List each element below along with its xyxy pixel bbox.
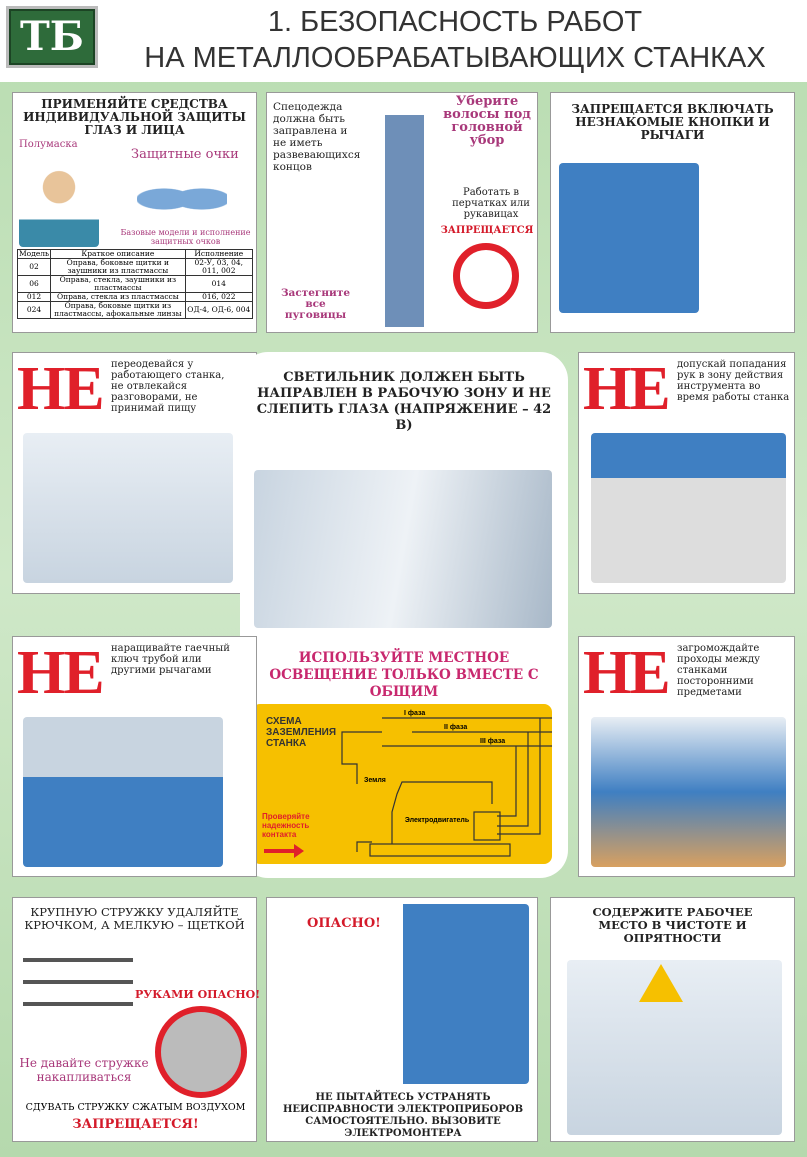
- panel-chips: КРУПНУЮ СТРУЖКУ УДАЛЯЙТЕ КРЮЧКОМ, А МЕЛК…: [12, 897, 261, 1142]
- title-line: НА МЕТАЛЛООБРАБАТЫВАЮЩИХ СТАНКАХ: [144, 42, 766, 74]
- motor-label: Электродвигатель: [404, 817, 470, 824]
- cell: 06: [16, 275, 52, 293]
- cell: 014: [184, 275, 254, 293]
- panel-workwear: Спецодежда должна быть заправлена и не и…: [266, 92, 538, 333]
- electrics-text: НЕ ПЫТАЙТЕСЬ УСТРАНЯТЬ НЕИСПРАВНОСТИ ЭЛЕ…: [282, 1092, 524, 1139]
- logo: ТБ: [6, 6, 98, 68]
- ne-label: НЕ: [583, 355, 671, 423]
- cell: ОД-4, ОД-6, 004: [184, 301, 254, 319]
- cell: Оправа, боковые щитки и заушники из плас…: [50, 258, 186, 276]
- hair-text: Уберите волосы под головной убор: [443, 94, 531, 148]
- lighting-title: СВЕТИЛЬНИК ДОЛЖЕН БЫТЬ НАПРАВЛЕН В РАБОЧ…: [256, 370, 552, 433]
- hook-brush-image: [23, 950, 133, 1020]
- face-shield-image: [19, 155, 99, 247]
- electric-hazard-image: [389, 904, 529, 1084]
- workers-image: [23, 433, 233, 583]
- poster-title: 1. БЕЗОПАСНОСТЬ РАБОТ НА МЕТАЛЛООБРАБАТЫВ…: [106, 4, 804, 76]
- machine-panel-image: [559, 163, 699, 313]
- cell: 02: [16, 258, 52, 276]
- rule-text: допускай попадания рук в зону действия и…: [677, 359, 790, 403]
- th: Модель: [16, 249, 52, 259]
- no-gloves-icon: [453, 243, 519, 309]
- gloves-text: Работать в перчатках или рукавицах: [452, 187, 530, 220]
- panel-cleanliness: СОДЕРЖИТЕ РАБОЧЕЕ МЕСТО В ЧИСТОТЕ И ОПРЯ…: [550, 897, 795, 1142]
- workwear-text: Спецодежда должна быть заправлена и не и…: [273, 101, 361, 173]
- air-text: СДУВАТЬ СТРУЖКУ СЖАТЫМ ВОЗДУХОМ: [25, 1102, 246, 1113]
- rule-text: наращивайте гаечный ключ трубой или друг…: [111, 643, 230, 676]
- label-mask: Полумаска: [19, 139, 78, 150]
- ne-label: НЕ: [583, 639, 671, 707]
- ground-label: Земля: [364, 777, 386, 784]
- panel-electrics: ОПАСНО! НЕ ПЫТАЙТЕСЬ УСТРАНЯТЬ НЕИСПРАВН…: [266, 897, 538, 1142]
- poster-header: ТБ 1. БЕЗОПАСНОСТЬ РАБОТ НА МЕТАЛЛООБРАБА…: [0, 0, 807, 82]
- ne-label: НЕ: [17, 355, 105, 423]
- accumulate-text: Не давайте стружке накапливаться: [19, 1056, 149, 1084]
- cell: Оправа, боковые щитки из пластмассы, афо…: [50, 301, 186, 319]
- panel-no-distraction: НЕ переодевайся у работающего станка, не…: [12, 352, 257, 594]
- no-hands-icon: [155, 1006, 247, 1098]
- gloves-forbidden: ЗАПРЕЩАЕТСЯ: [440, 225, 534, 236]
- panel-title: ПРИМЕНЯЙТЕ СРЕДСТВА ИНДИВИДУАЛЬНОЙ ЗАЩИТ…: [23, 97, 246, 137]
- grounding-scheme: СХЕМА ЗАЗЕМЛЕНИЯ СТАНКА I фаза II фаза I…: [252, 704, 552, 864]
- worker-image: [372, 115, 437, 327]
- panel-wrench: НЕ наращивайте гаечный ключ трубой или д…: [12, 636, 257, 877]
- buttons-text: Застегните все пуговицы: [280, 287, 351, 321]
- lamp-worker-image: [254, 470, 552, 628]
- label-glasses: Защитные очки: [131, 147, 239, 162]
- air-forbidden: ЗАПРЕЩАЕТСЯ!: [72, 1117, 199, 1132]
- tool-zone-image: [591, 433, 786, 583]
- cell: 016, 022: [184, 292, 254, 302]
- title-line: 1. БЕЗОПАСНОСТЬ РАБОТ: [267, 6, 643, 38]
- panel-passages: НЕ загромождайте проходы между станками …: [578, 636, 795, 877]
- panel-unknown-buttons: ЗАПРЕЩАЕТСЯ ВКЛЮЧАТЬ НЕЗНАКОМЫЕ КНОПКИ И…: [550, 92, 795, 333]
- rule-text: загромождайте проходы между станками пос…: [677, 643, 760, 698]
- cluttered-floor-image: [591, 717, 786, 867]
- table-caption: Базовые модели и исполнение защитных очк…: [120, 228, 251, 246]
- panel-title: ЗАПРЕЩАЕТСЯ ВКЛЮЧАТЬ НЕЗНАКОМЫЕ КНОПКИ И…: [571, 102, 774, 142]
- cell: 024: [16, 301, 52, 319]
- wrench-image: [23, 717, 223, 867]
- check-contact-label: Проверяйте надежность контакта: [262, 812, 310, 839]
- scheme-lines: [264, 717, 552, 858]
- cell: 012: [16, 292, 52, 302]
- panel-lighting: СВЕТИЛЬНИК ДОЛЖЕН БЫТЬ НАПРАВЛЕН В РАБОЧ…: [240, 352, 568, 878]
- panel-hands-tool-zone: НЕ допускай попадания рук в зону действи…: [578, 352, 795, 594]
- danger-text: ОПАСНО!: [307, 916, 381, 931]
- phase2-label: II фаза: [444, 724, 468, 731]
- hands-danger-text: РУКАМИ ОПАСНО!: [135, 988, 261, 1001]
- warning-icon: [639, 964, 683, 1002]
- lighting-subtitle: ИСПОЛЬЗУЙТЕ МЕСТНОЕ ОСВЕЩЕНИЕ ТОЛЬКО ВМЕ…: [269, 650, 539, 700]
- phase3-label: III фаза: [480, 738, 506, 745]
- glasses-image: [137, 175, 227, 215]
- ne-label: НЕ: [17, 639, 105, 707]
- cell: Оправа, стекла, заушники из пластмассы: [50, 275, 186, 293]
- panel-title: СОДЕРЖИТЕ РАБОЧЕЕ МЕСТО В ЧИСТОТЕ И ОПРЯ…: [592, 905, 753, 945]
- rule-text: переодевайся у работающего станка, не от…: [111, 359, 225, 414]
- panel-title: КРУПНУЮ СТРУЖКУ УДАЛЯЙТЕ КРЮЧКОМ, А МЕЛК…: [24, 905, 245, 932]
- scheme-title: СХЕМА ЗАЗЕМЛЕНИЯ СТАНКА: [266, 716, 337, 749]
- phase1-label: I фаза: [404, 710, 426, 717]
- panel-eye-protection: ПРИМЕНЯЙТЕ СРЕДСТВА ИНДИВИДУАЛЬНОЙ ЗАЩИТ…: [12, 92, 257, 333]
- cell: 02-У, 03, 04, 011, 002: [184, 258, 254, 276]
